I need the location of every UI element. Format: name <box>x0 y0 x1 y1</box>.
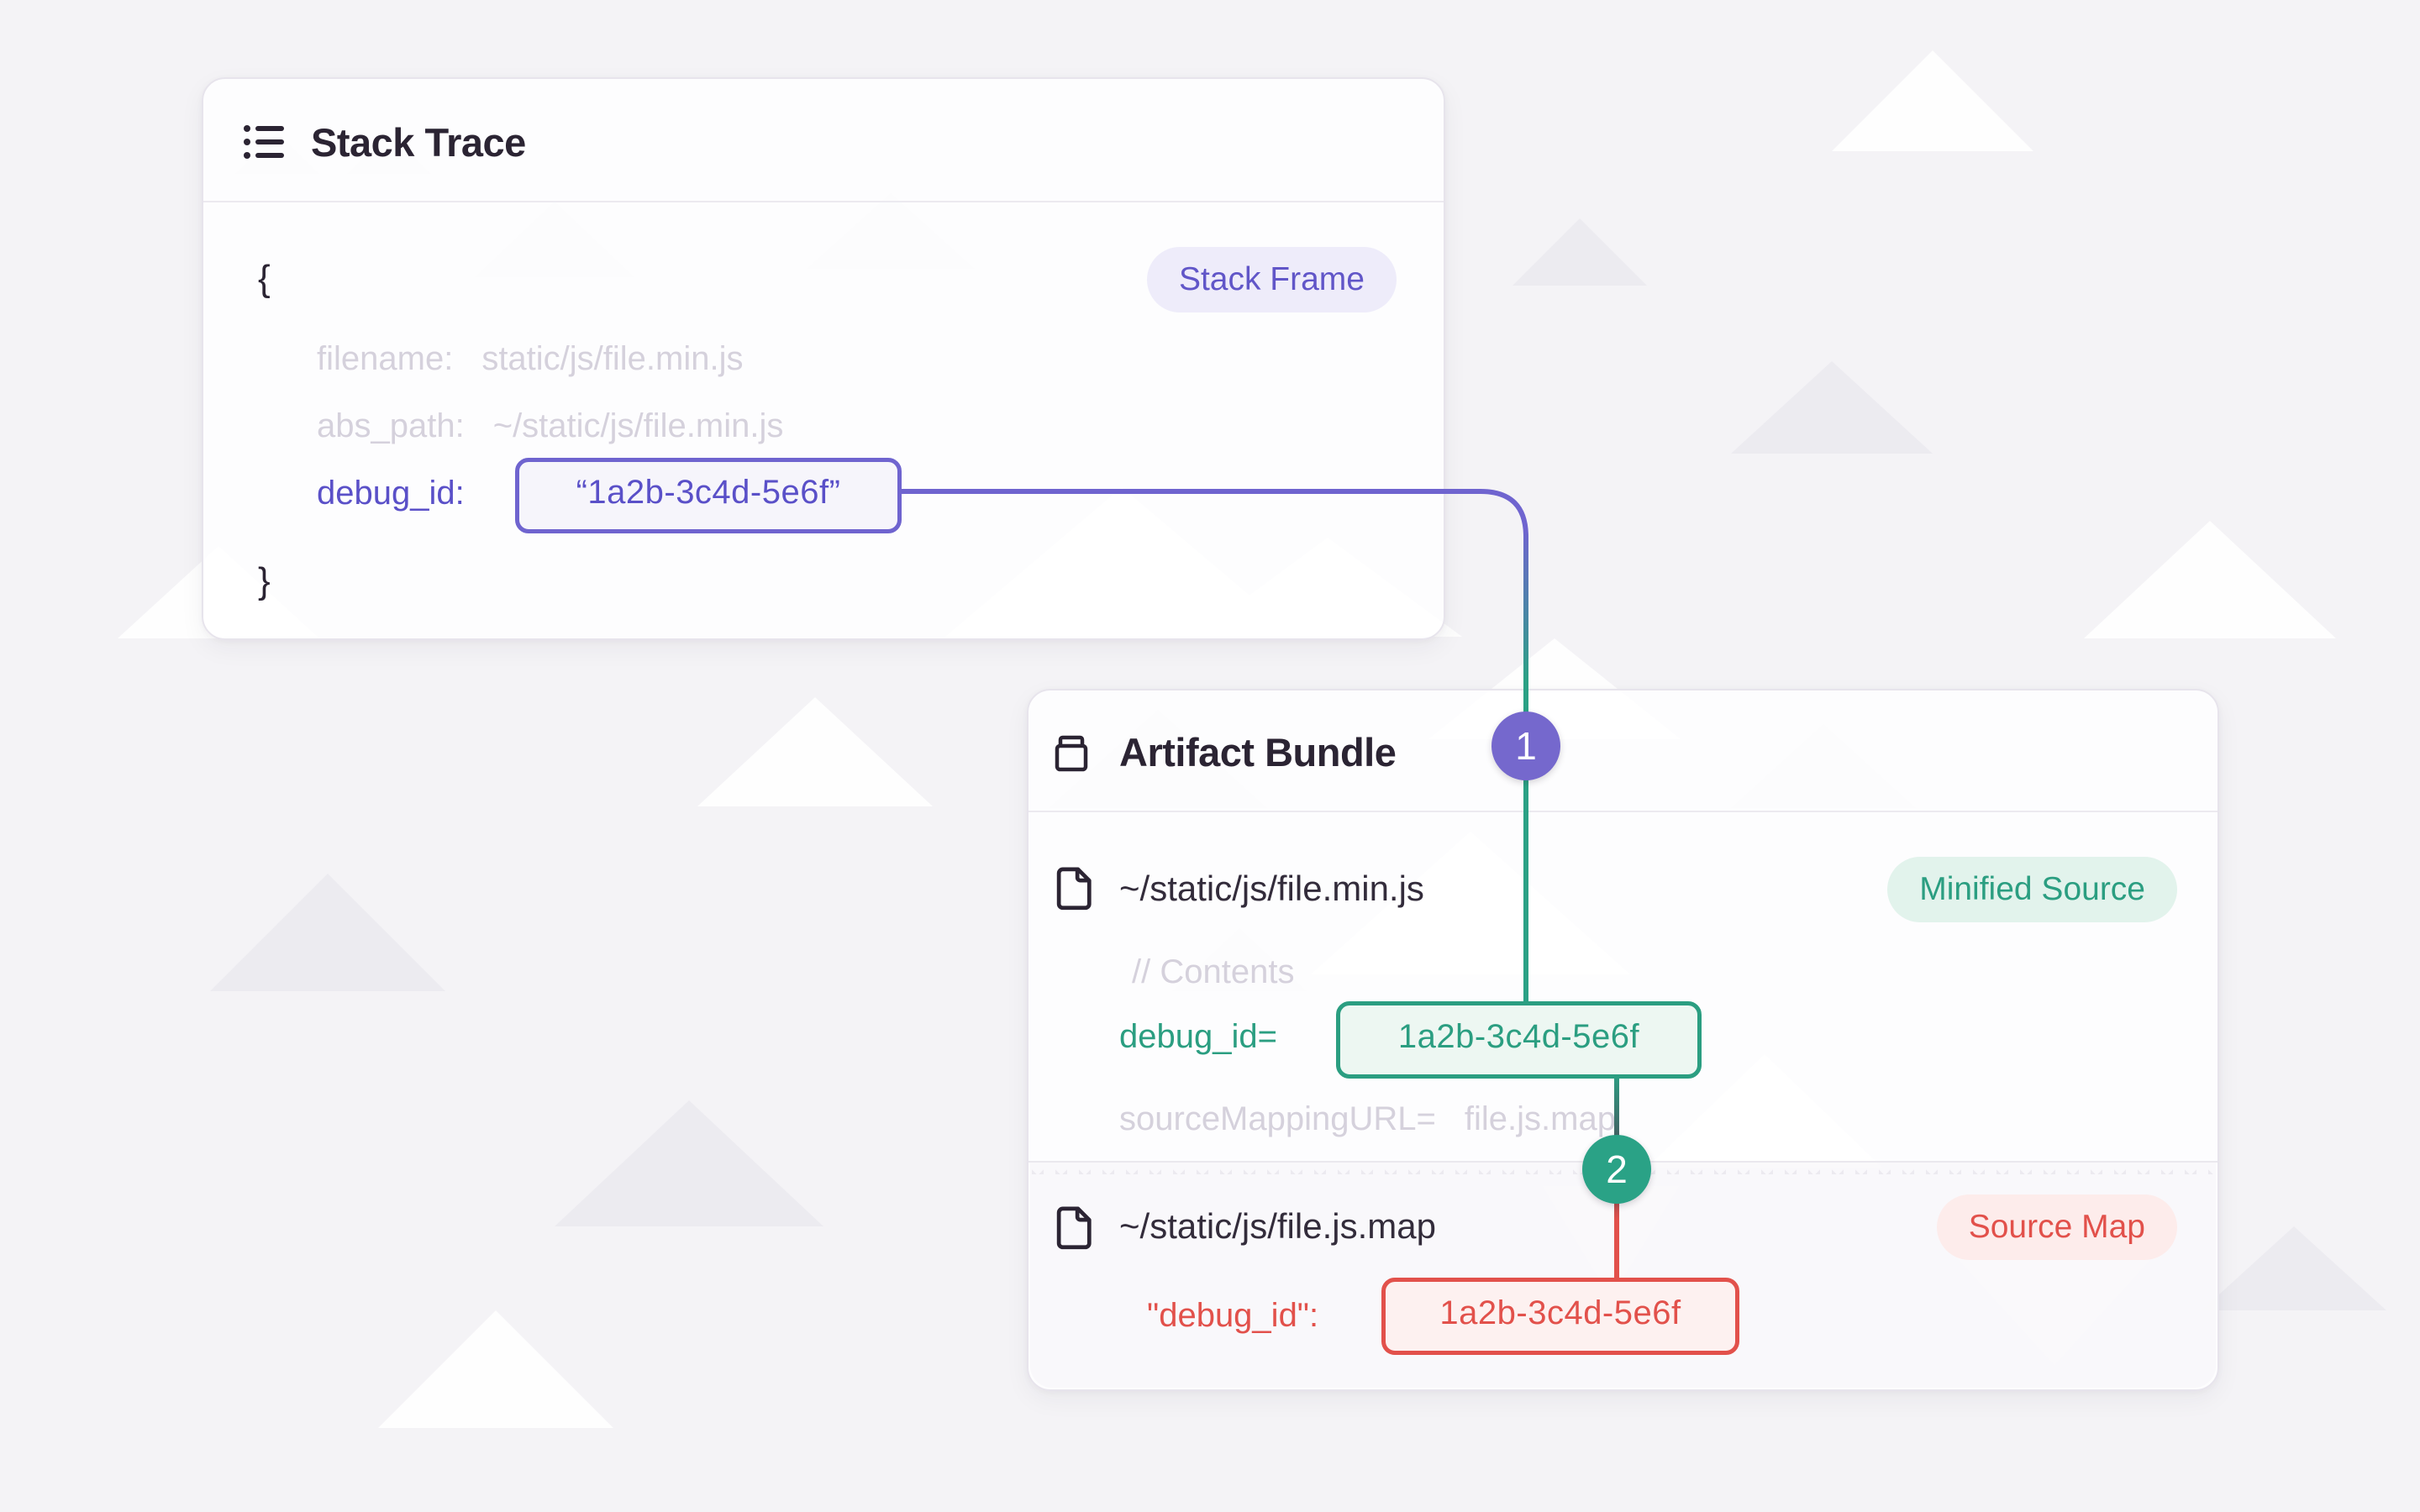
map-debug-id-key: "debug_id": <box>1147 1297 1319 1334</box>
stack-frame-badge: Stack Frame <box>1146 247 1397 312</box>
source-mapping-key: sourceMappingURL= <box>1119 1100 1436 1137</box>
filename-value: static/js/file.min.js <box>481 340 744 377</box>
open-brace: { <box>258 258 271 299</box>
filename-key: filename: <box>317 340 454 377</box>
map-debug-id-value-box: 1a2b-3c4d-5e6f <box>1381 1278 1739 1355</box>
header-divider <box>1028 811 2217 812</box>
frame-filename-row: filename: static/js/file.min.js <box>317 333 743 384</box>
minified-file-path: ~/static/js/file.min.js <box>1119 869 1424 908</box>
archive-icon <box>1055 735 1088 772</box>
abspath-key: abs_path: <box>317 407 465 444</box>
list-icon <box>244 125 284 159</box>
stack-debug-id-value-box: “1a2b-3c4d-5e6f” <box>515 458 902 533</box>
artifact-bundle-title: Artifact Bundle <box>1119 730 1397 774</box>
source-mapping-url-row: sourceMappingURL= file.js.map <box>1119 1094 1616 1144</box>
minified-source-badge: Minified Source <box>1887 857 2177 922</box>
contents-comment: // Contents <box>1132 953 1295 990</box>
step-2-circle: 2 <box>1582 1135 1651 1204</box>
sourcemap-file-path: ~/static/js/file.js.map <box>1119 1206 1436 1246</box>
frame-debug-id-key: debug_id: <box>317 475 465 512</box>
close-brace: } <box>258 560 271 601</box>
frame-abspath-row: abs_path: ~/static/js/file.min.js <box>317 401 783 451</box>
file-icon <box>1056 1206 1092 1250</box>
file-icon <box>1056 867 1092 911</box>
bundle-debug-id-key: debug_id= <box>1119 1018 1277 1055</box>
header-divider <box>203 201 1444 202</box>
step-1-circle: 1 <box>1491 711 1560 780</box>
source-map-badge: Source Map <box>1936 1194 2177 1260</box>
stack-trace-card: Stack Trace { Stack Frame filename: stati… <box>202 77 1445 640</box>
abspath-value: ~/static/js/file.min.js <box>492 407 784 444</box>
source-mapping-value: file.js.map <box>1464 1100 1616 1137</box>
stack-trace-title: Stack Trace <box>311 120 526 165</box>
bundle-debug-id-value-box: 1a2b-3c4d-5e6f <box>1336 1001 1702 1079</box>
